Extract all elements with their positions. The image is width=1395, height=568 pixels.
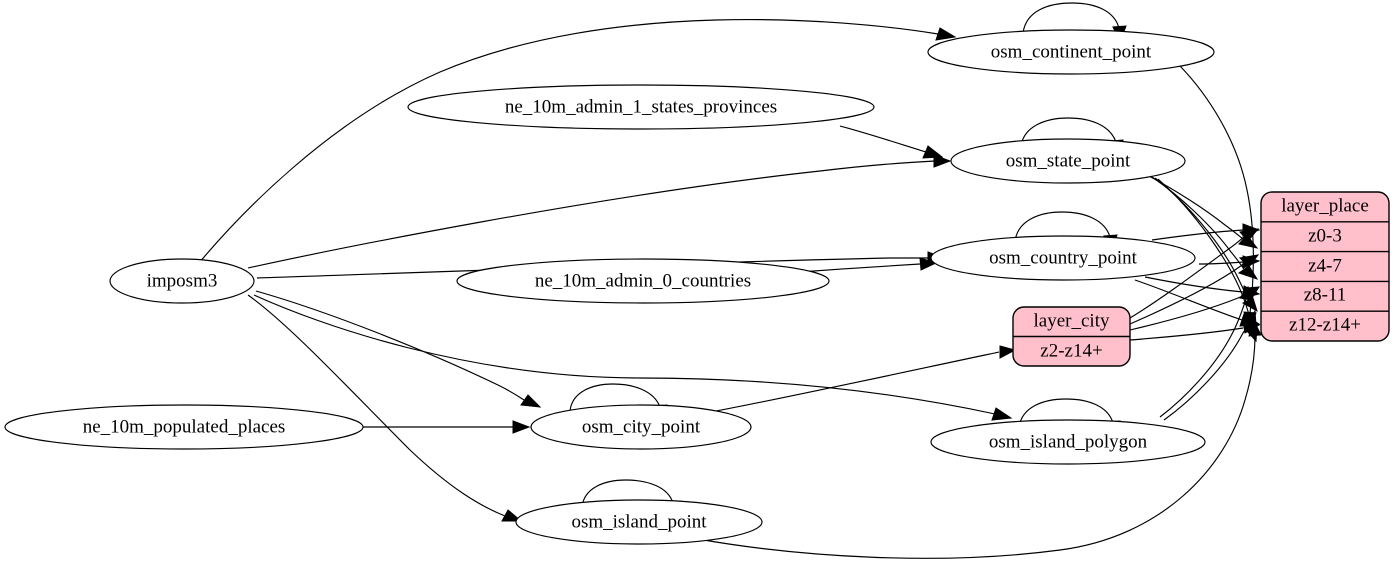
node-osm_city_point[interactable]: osm_city_point [530,404,752,450]
edge-layer_city-to-layer_place-z12 [1129,321,1261,341]
edge-layer_city-to-layer_place-z4-7 [1129,254,1260,325]
edge-layer_city-to-layer_place-z8-11 [1129,286,1260,331]
node-osm_city_point-label: osm_city_point [582,416,701,437]
edge-imposm3-to-osm_island_polygon [253,294,1013,421]
edge-ne_populated-to-osm_city_point [363,420,531,434]
edge-osm_island_polygon-to-layer_place-z12 [1163,309,1257,421]
node-layer_place[interactable]: layer_place z0-3 z4-7 z8-11 z12-z14+ [1260,191,1390,342]
node-layer_city[interactable]: layer_city z2-z14+ [1012,306,1131,367]
edge-ne_states-to-osm_state_point [839,125,944,159]
node-osm_state_point[interactable]: osm_state_point [950,138,1186,184]
edge-ne_countries-to-osm_country_point [799,257,938,273]
node-ne_countries-label: ne_10m_admin_0_countries [535,270,751,291]
node-ne_10m_populated_places[interactable]: ne_10m_populated_places [4,404,364,450]
node-osm_country_point[interactable]: osm_country_point [930,235,1196,281]
edge-imposm3-to-osm_city_point [255,290,542,408]
node-osm_island_point-label: osm_island_point [571,511,707,532]
edge-imposm3-to-osm_island_point [247,294,523,522]
layer_city-row-z2-z14: z2-z14+ [1040,340,1102,361]
node-imposm3-label: imposm3 [147,270,218,291]
edge-layer_city-to-layer_place-z0-3 [1129,228,1260,319]
node-ne_10m_admin_0_countries[interactable]: ne_10m_admin_0_countries [456,258,830,304]
edge-imposm3-to-osm_continent_point [198,18,957,264]
layer_place-row-z4-7: z4-7 [1308,255,1342,276]
layer_place-row-title: layer_place [1281,195,1369,216]
node-osm_country_point-label: osm_country_point [989,247,1137,268]
node-ne_states-label: ne_10m_admin_1_states_provinces [505,96,777,117]
node-imposm3[interactable]: imposm3 [109,258,255,304]
layer_city-row-title: layer_city [1034,310,1110,331]
node-osm_state_point-label: osm_state_point [1006,150,1131,171]
layer_place-row-z8-11: z8-11 [1304,284,1347,305]
node-osm_continent_point-label: osm_continent_point [991,41,1152,62]
node-osm_island_point[interactable]: osm_island_point [515,499,763,545]
layer_place-row-z12-z14: z12-z14+ [1289,314,1361,335]
node-osm_continent_point[interactable]: osm_continent_point [927,29,1215,75]
edge-imposm3-to-osm_state_point [247,154,952,269]
edge-osm_city_point-to-layer_city [710,345,1017,413]
node-ne_10m_admin_1_states_provinces[interactable]: ne_10m_admin_1_states_provinces [407,84,875,130]
layer_place-row-z0-3: z0-3 [1308,225,1342,246]
node-osm_island_polygon-label: osm_island_polygon [989,431,1148,452]
node-osm_island_polygon[interactable]: osm_island_polygon [930,419,1206,465]
node-ne_populated-label: ne_10m_populated_places [83,416,286,437]
